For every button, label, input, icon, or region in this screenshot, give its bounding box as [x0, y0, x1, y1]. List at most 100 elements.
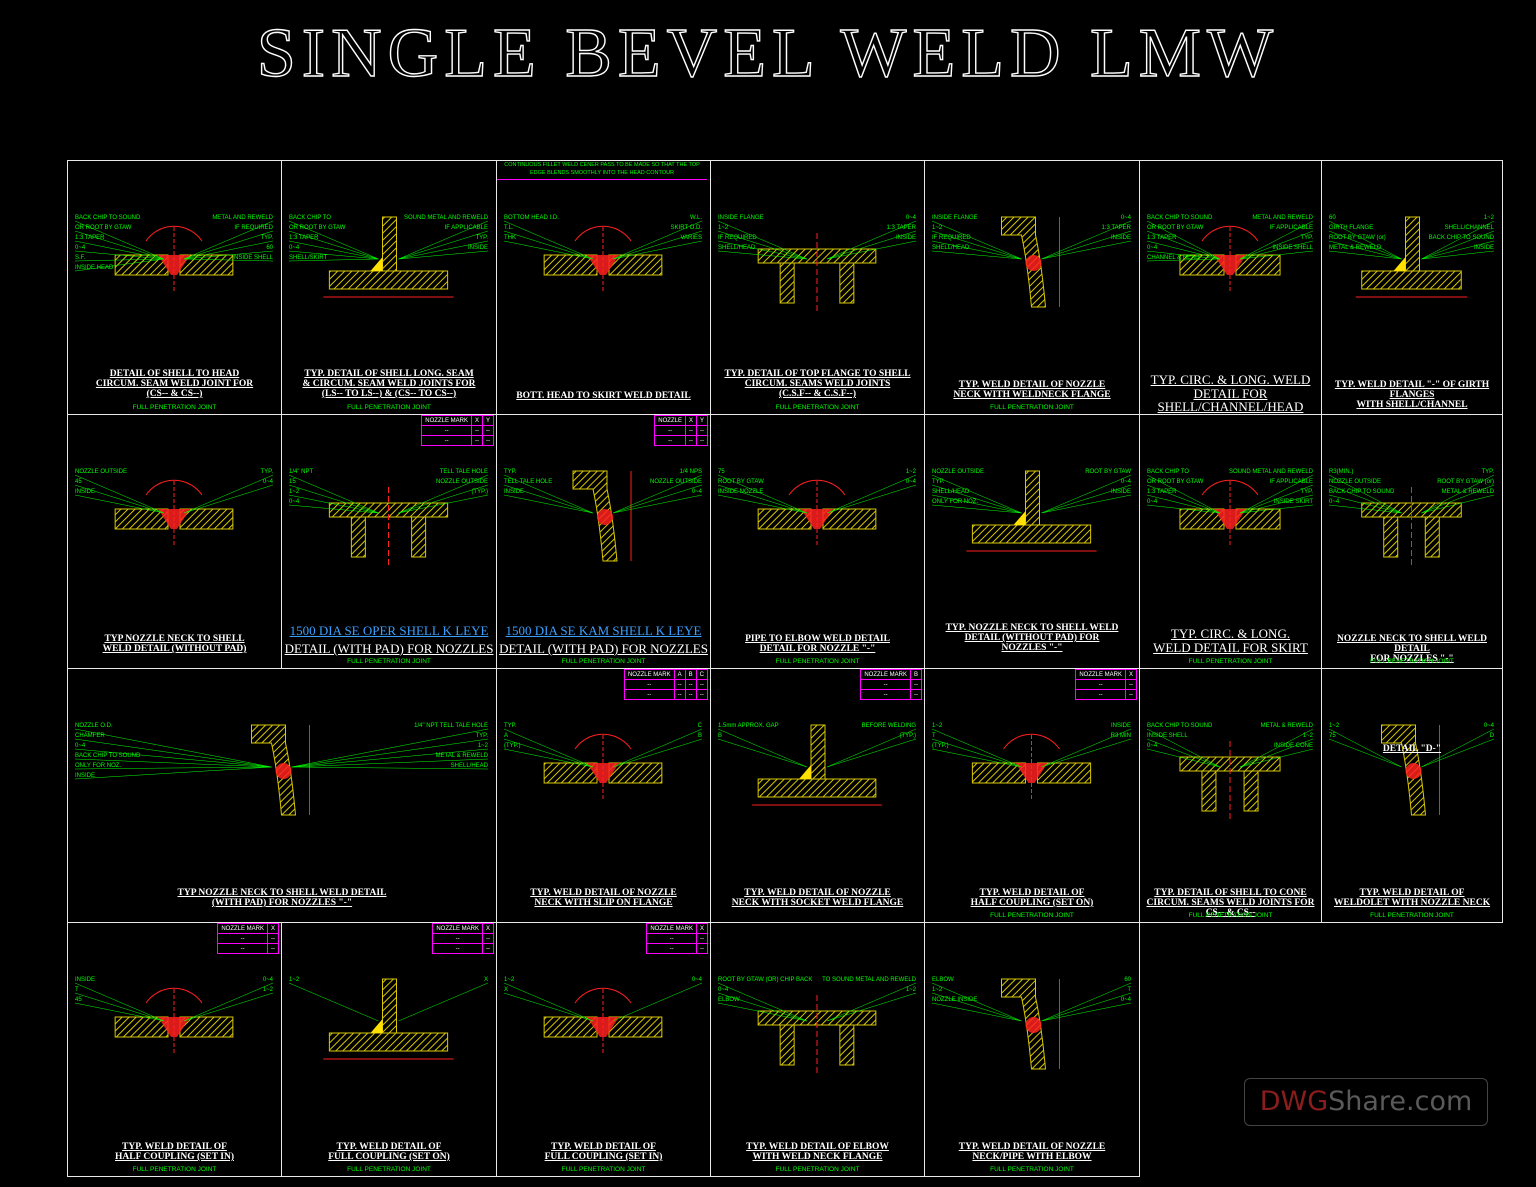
dimension-label: 1:3 TAPER — [1147, 235, 1177, 241]
dimension-label: NOZZLE OUTSIDE — [75, 469, 127, 475]
dimension-label: 60 — [1329, 215, 1336, 221]
dimension-label: X — [504, 987, 508, 993]
detail-title: TYP. WELD DETAIL OF NOZZLE NECK WITH SOC… — [731, 888, 904, 908]
detail-title: BOTT. HEAD TO SKIRT WELD DETAIL — [516, 391, 691, 401]
detail-subtitle: FULL PENETRATION JOINT — [1370, 658, 1454, 665]
dimension-label: ROOT BY GTAW (or) — [1437, 479, 1494, 485]
sheet-title: SINGLE BEVEL WELD LMW — [256, 14, 1280, 92]
dimension-label: OR ROOT BY GTAW — [1147, 479, 1204, 485]
detail-link-title[interactable]: 1500 DIA SE KAM SHELL K LEYE — [505, 623, 702, 638]
dimension-label: T — [75, 987, 79, 993]
table-cell: -- — [909, 689, 923, 700]
table-cell: -- — [623, 679, 675, 690]
detail-subtitle: FULL PENETRATION JOINT — [990, 1166, 1074, 1173]
dimension-label: SHELL/HEAD — [932, 489, 970, 495]
detail-subtitle: FULL PENETRATION JOINT — [1370, 912, 1454, 919]
dimension-label: T — [932, 733, 936, 739]
dimension-label: SOUND METAL AND REWELD — [1229, 469, 1314, 475]
table-cell: -- — [695, 933, 709, 944]
table-cell: -- — [654, 435, 686, 446]
dimension-label: BACK CHIP TO — [289, 215, 331, 221]
detail-cell-c16: TYP. WELD DETAIL OF NOZZLE NECK WITH SLI… — [496, 668, 711, 923]
detail-cell-c14: NOZZLE NECK TO SHELL WELD DETAIL FOR NOZ… — [1321, 414, 1503, 669]
dimension-label: IF APPLICABLE — [445, 225, 488, 231]
table-cell: C — [695, 669, 709, 680]
dimension-label: NOZZLE INSIDE — [932, 997, 977, 1003]
dimension-label: TYP. — [1481, 469, 1494, 475]
detail-link-title[interactable]: 1500 DIA SE OPER SHELL K LEYE — [289, 623, 489, 638]
table-cell: -- — [646, 943, 697, 954]
dimension-label: TYP. — [504, 469, 517, 475]
dimension-label: 1.5mm APPROX. GAP — [718, 723, 779, 729]
table-cell: X — [684, 415, 697, 426]
detail-title: TYP. DETAIL OF SHELL TO CONE CIRCUM. SEA… — [1146, 888, 1315, 918]
dimension-label: ONLY FOR NOZ. — [932, 499, 978, 505]
detail-subtitle: FULL PENETRATION JOINT — [990, 912, 1074, 919]
detail-subtitle: FULL PENETRATION JOINT — [775, 1166, 860, 1173]
dimension-label: INSIDE HEAD — [75, 265, 114, 271]
table-cell: -- — [684, 425, 697, 436]
dimension-label: ROOT BY GTAW — [1085, 469, 1131, 475]
dimension-label: IF REQUIRED — [718, 235, 757, 241]
table-cell: -- — [217, 933, 268, 944]
detail-title: TYP. CIRC. & LONG. WELD DETAIL FOR SHELL… — [1150, 372, 1311, 415]
dimension-label: INSIDE FLANGE — [932, 215, 978, 221]
table-cell: -- — [684, 679, 697, 690]
dimension-label: 0~4 — [263, 479, 274, 485]
table-cell: -- — [695, 679, 709, 690]
dimension-label: 1:3 TAPER — [887, 225, 917, 231]
watermark-logo: DWGShare.com — [1244, 1078, 1488, 1126]
table-cell: -- — [695, 689, 709, 700]
table-cell: X — [266, 923, 280, 934]
dimension-label: SHELL/HEAD — [451, 763, 489, 769]
dimension-label: 1/4" NPT — [289, 469, 313, 475]
table-cell: -- — [909, 679, 923, 690]
dimension-label: ROOT BY GTAW (OR) CHIP BACK — [718, 977, 812, 983]
dimension-label: INSIDE — [75, 977, 95, 983]
detail-title: DETAIL (WITH PAD) FOR NOZZLES — [284, 641, 494, 656]
dimension-label: INSIDE NOZZLE — [718, 489, 763, 495]
dimension-label: INSIDE SHELL — [232, 255, 273, 261]
dimension-label: OR ROOT BY GTAW — [1147, 225, 1204, 231]
dimension-label: METAL & REWELD — [1329, 245, 1382, 251]
dimension-label: A — [504, 733, 508, 739]
table-cell: X — [1124, 669, 1138, 680]
dimension-label: B — [698, 733, 702, 739]
dimension-label: T.L. — [504, 225, 514, 231]
detail-cell-c1: DETAIL OF SHELL TO HEAD CIRCUM. SEAM WEL… — [67, 160, 282, 415]
detail-title: TYP. WELD DETAIL OF FULL COUPLING (SET O… — [328, 1142, 450, 1162]
dimension-label: OR ROOT BY GTAW — [289, 225, 346, 231]
table-cell: -- — [684, 689, 697, 700]
dimension-label: TELL TALE HOLE — [504, 479, 552, 485]
dimension-label: BOTTOM HEAD I.D. — [504, 215, 559, 221]
table-cell: NOZZLE — [654, 415, 686, 426]
table-cell: -- — [432, 943, 483, 954]
dimension-label: 1~2 — [932, 723, 943, 729]
watermark-part1: DWG — [1259, 1086, 1329, 1117]
dimension-label: NOZZLE OUTSIDE — [650, 479, 702, 485]
dimension-label: INSIDE CONE — [1274, 743, 1313, 749]
table-cell: -- — [1124, 679, 1138, 690]
dimension-label: 0~4 — [1329, 499, 1340, 505]
detail-cell-c19: TYP. DETAIL OF SHELL TO CONE CIRCUM. SEA… — [1139, 668, 1322, 923]
table-cell: A — [673, 669, 686, 680]
table-cell: X — [481, 923, 495, 934]
table-cell: -- — [695, 435, 709, 446]
dimension-label: IF REQUIRED — [234, 225, 273, 231]
table-cell: -- — [470, 435, 483, 446]
dimension-label: (TYP.) — [471, 489, 488, 495]
dimension-label: INSIDE — [1111, 723, 1131, 729]
dimension-label: INSIDE SKIRT — [1274, 499, 1314, 505]
detail-subtitle: FULL PENETRATION JOINT — [775, 658, 860, 665]
